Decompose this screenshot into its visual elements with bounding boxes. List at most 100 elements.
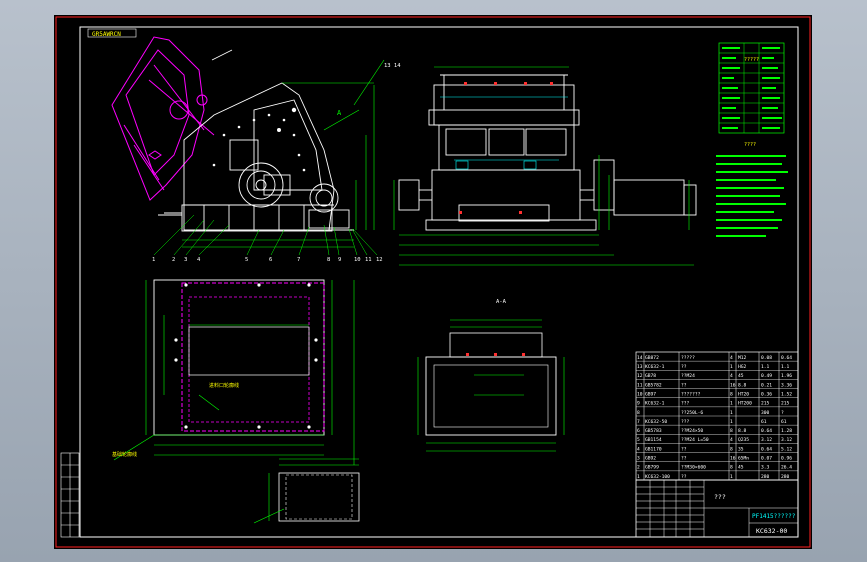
parts-cell: 3.36 (781, 382, 792, 388)
parts-cell: ??M24 (681, 373, 695, 379)
parts-cell: 215 (761, 401, 770, 407)
parts-cell: 8.8 (738, 382, 747, 388)
parts-cell: 5 (637, 437, 640, 443)
parts-cell: 35 (738, 446, 744, 452)
parts-cell: 3.12 (761, 437, 772, 443)
parts-cell: GB92 (645, 456, 656, 462)
parts-cell: ? (781, 410, 784, 416)
parts-cell: GB5782 (645, 382, 662, 388)
drawing-number: KC632-00 (756, 527, 787, 535)
hidden-cover-lines (111, 36, 215, 201)
section-dimensions (417, 319, 565, 452)
outer-border (55, 16, 811, 548)
parts-cell: 61 (761, 419, 767, 425)
side-housing (398, 74, 697, 231)
parts-cell: 14 (637, 355, 643, 361)
parts-cell: 8.8 (738, 428, 747, 434)
parts-cell: 11 (637, 382, 643, 388)
parts-cell: 1 (730, 410, 733, 416)
view-marker-a: A (337, 109, 342, 117)
parts-cell: 280 (781, 474, 790, 480)
parts-cell: 0.36 (761, 392, 772, 398)
svg-text:9: 9 (338, 257, 341, 263)
parts-cell: 4 (730, 373, 733, 379)
parts-cell: 1 (637, 474, 640, 480)
parts-cell: 0.21 (761, 382, 772, 388)
title-block[interactable]: ??? PF1415?????? KC632-00 (635, 479, 799, 538)
tech-table-title: ????? (744, 57, 759, 63)
parts-cell: 1 (730, 419, 733, 425)
crusher-body (158, 49, 354, 232)
parts-cell: 10 (637, 392, 643, 398)
parts-cell: 8 (730, 392, 733, 398)
parts-cell: KC632-100 (645, 474, 670, 480)
tech-table[interactable]: ????? (718, 42, 785, 134)
parts-cell: 5.12 (781, 446, 792, 452)
svg-text:1: 1 (152, 257, 155, 263)
parts-cell: 300 (761, 410, 770, 416)
parts-cell: ??M30×600 (681, 465, 706, 471)
detail-outline (278, 472, 360, 522)
part-leaders (153, 214, 378, 256)
svg-text:6: 6 (269, 257, 272, 263)
notes-lines (716, 155, 788, 237)
parts-cell: 7 (637, 419, 640, 425)
parts-cell: GB1154 (645, 437, 662, 443)
drawing-sheet[interactable]: GR5AWRCN (54, 15, 812, 549)
svg-text:2: 2 (172, 257, 175, 263)
part-number-labels: 1 2 3 4 5 6 7 8 9 10 11 12 (152, 257, 383, 263)
inner-border (79, 26, 799, 538)
parts-cell: 0.49 (761, 373, 772, 379)
parts-cell: 1 (730, 474, 733, 480)
side-red-marks (459, 82, 553, 214)
left-margin-table (60, 452, 80, 538)
parts-cell: 3 (637, 456, 640, 462)
parts-cell: 8 (730, 428, 733, 434)
drawing-title: PF1415?????? (752, 513, 796, 520)
parts-cell: 0.64 (761, 446, 772, 452)
parts-cell: 4 (730, 437, 733, 443)
section-outline (425, 356, 557, 436)
parts-cell: ??? (681, 401, 690, 407)
parts-cell: M12 (738, 355, 747, 361)
section-inner (433, 364, 549, 428)
parts-cell: 3.3 (761, 465, 770, 471)
front-view[interactable]: 1 2 3 4 5 6 7 8 9 10 11 12 13 14 A (111, 36, 401, 263)
cad-canvas[interactable]: GR5AWRCN (54, 15, 812, 549)
front-dimensions (182, 59, 385, 248)
parts-cell: 4 (730, 355, 733, 361)
technical-notes[interactable]: ???? (716, 142, 788, 237)
parts-cell: 6 (637, 428, 640, 434)
parts-cell: 12 (637, 373, 643, 379)
detail-view[interactable] (253, 458, 360, 524)
section-aa[interactable]: A-A (417, 299, 565, 452)
detail-dimensions (253, 458, 359, 524)
parts-cell: Q235 (738, 437, 749, 443)
parts-cell: ?? (681, 456, 687, 462)
parts-cell: 0.96 (781, 456, 792, 462)
parts-cell: GB799 (645, 465, 659, 471)
parts-cell: GB872 (645, 355, 659, 361)
side-view[interactable] (393, 66, 697, 266)
parts-cell: 0.64 (781, 355, 792, 361)
notes-title: ???? (744, 142, 756, 148)
foundation-plan[interactable]: 进料口轮廓线 基础轮廓线 (112, 279, 355, 465)
side-details (440, 96, 568, 170)
parts-cell: 8 (637, 410, 640, 416)
svg-text:3: 3 (184, 257, 187, 263)
svg-text:12: 12 (376, 257, 383, 263)
feed-opening-callout: 进料口轮廓线 (209, 382, 239, 389)
parts-cell: 1.28 (781, 428, 792, 434)
parts-cell: 0.07 (761, 456, 772, 462)
feed-opening-outline (181, 282, 325, 432)
svg-text:10: 10 (354, 257, 361, 263)
tech-table-text-marks (722, 47, 782, 129)
parts-cell: ?? (681, 364, 687, 370)
drawing-tag: GR5AWRCN (92, 31, 121, 38)
body-bolts (212, 107, 306, 172)
parts-cell: HT200 (738, 401, 752, 407)
parts-cell: ??M24×50 (681, 428, 703, 434)
parts-cell: 0.64 (761, 428, 772, 434)
parts-cell: 1.1 (781, 364, 790, 370)
